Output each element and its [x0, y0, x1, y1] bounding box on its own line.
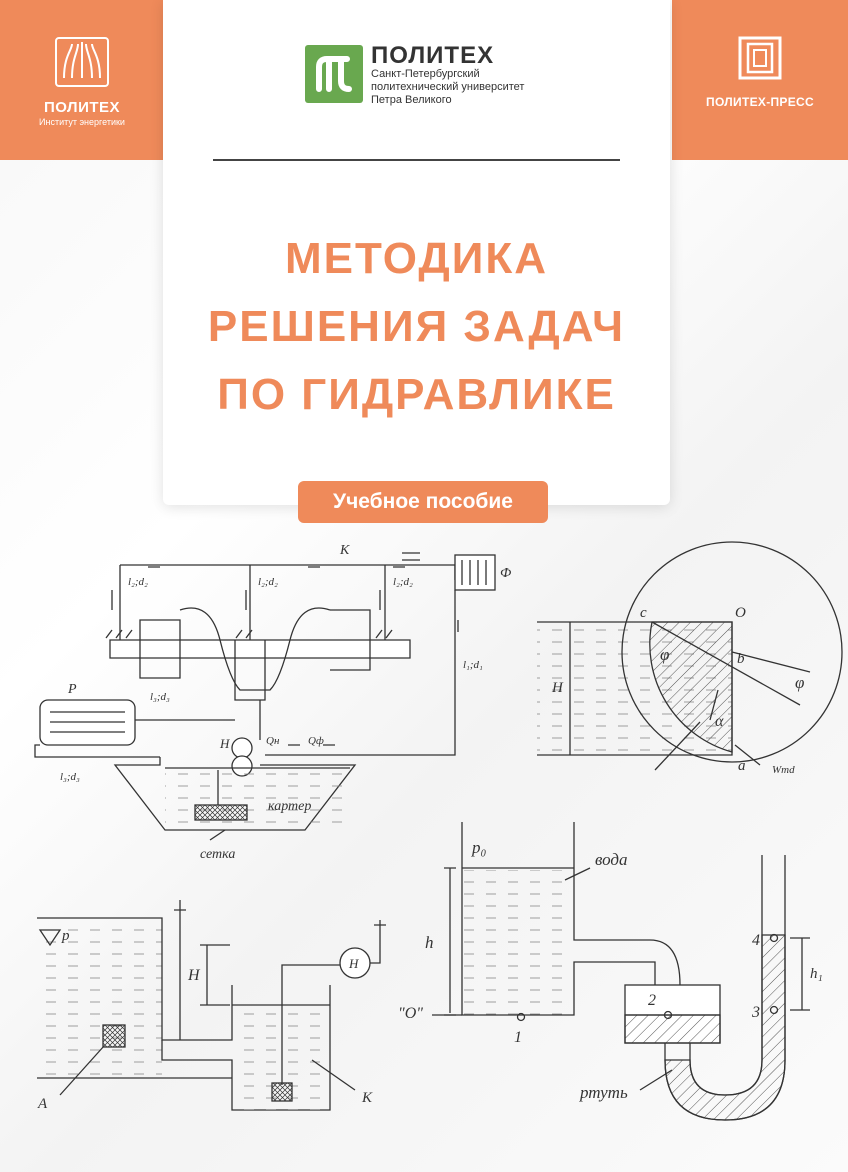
- institute-logo: ПОЛИТЕХ Институт энергетики: [32, 36, 132, 127]
- crankshaft-figure: [34, 552, 496, 841]
- header-divider: [213, 159, 620, 161]
- label-l2d2-c: l₂;d₂: [393, 576, 413, 588]
- label-p0: p₀: [471, 838, 487, 857]
- title-card: [163, 0, 670, 505]
- tanks-figure: [37, 900, 386, 1111]
- label-tank-K: K: [361, 1090, 373, 1106]
- label-O: O: [735, 605, 746, 621]
- label-c: c: [640, 605, 647, 621]
- university-name: ПОЛИТЕХ: [371, 42, 495, 69]
- right-orange-band: [672, 0, 848, 160]
- label-phi-2: φ: [795, 673, 804, 692]
- university-line-2: политехнический университет: [371, 81, 525, 93]
- polytech-logo-icon: [305, 45, 363, 103]
- label-l2d2-a: l₂;d₂: [128, 576, 148, 588]
- label-K: К: [339, 543, 350, 558]
- label-l1d1: l₁;d₁: [463, 659, 483, 671]
- label-a: a: [738, 758, 746, 774]
- label-pump-H: H: [348, 956, 359, 971]
- institute-logo-name: ПОЛИТЕХ: [43, 99, 121, 116]
- title-line-3: ПО ГИДРАВЛИКЕ: [217, 370, 616, 419]
- flame-icon: [55, 37, 109, 87]
- label-P: Р: [67, 682, 77, 697]
- label-phi-1: φ: [660, 645, 669, 664]
- label-h: h: [425, 933, 434, 952]
- book-stack-icon: [738, 36, 782, 80]
- tanks-labels: p H H A K: [37, 928, 373, 1112]
- label-l3d3-b: l₃;d₃: [60, 771, 80, 783]
- label-Wmd: Wmd: [772, 764, 795, 776]
- label-gate-H: H: [551, 680, 564, 696]
- label-Qf: Qф: [308, 735, 324, 747]
- manometer-figure: [432, 822, 810, 1121]
- label-setka: сетка: [200, 847, 235, 862]
- label-n1: 1: [514, 1029, 522, 1046]
- label-n4: 4: [752, 932, 760, 949]
- label-karter: картер: [268, 799, 311, 814]
- title-line-2: РЕШЕНИЯ ЗАДАЧ: [207, 302, 626, 351]
- crankshaft-labels: К Ф l₂;d₂ l₂;d₂ l₂;d₂ l₁;d₁ Р l₃;d₃ Н Qн…: [60, 543, 511, 862]
- gate-figure: [537, 541, 843, 771]
- university-line-3: Петра Великого: [371, 94, 452, 106]
- label-A: A: [37, 1096, 48, 1112]
- subtitle-badge: Учебное пособие: [298, 481, 548, 523]
- label-rtut: ртуть: [579, 1083, 628, 1102]
- label-alpha: α: [715, 713, 724, 730]
- gate-labels: c O φ b φ H α a Wmd: [551, 605, 804, 776]
- left-orange-band: [0, 0, 165, 160]
- label-l3d3-a: l₃;d₃: [150, 691, 170, 703]
- manometer-labels: p₀ вода h "О" 1 2 4 3 h₁ ртуть: [398, 838, 823, 1102]
- label-Qn: Qн: [266, 735, 280, 747]
- label-tank-H: H: [187, 967, 201, 984]
- label-h1: h₁: [810, 966, 823, 982]
- institute-logo-subtitle: Институт энергетики: [39, 117, 125, 127]
- label-p: p: [61, 928, 70, 944]
- label-voda: вода: [595, 850, 628, 869]
- university-fullname: Санкт-Петербургский политехнический унив…: [371, 68, 524, 107]
- label-l2d2-b: l₂;d₂: [258, 576, 278, 588]
- label-zero: "О": [398, 1005, 423, 1022]
- label-n2: 2: [648, 992, 656, 1009]
- label-n3: 3: [751, 1004, 760, 1021]
- title-line-1: МЕТОДИКА: [284, 234, 549, 283]
- publisher-name: ПОЛИТЕХ-ПРЕСС: [706, 95, 814, 109]
- label-b: b: [737, 651, 745, 667]
- publisher-logo: ПОЛИТЕХ-ПРЕСС: [690, 34, 830, 109]
- book-title: МЕТОДИКА РЕШЕНИЯ ЗАДАЧ ПО ГИДРАВЛИКЕ: [163, 225, 670, 429]
- label-H: Н: [219, 736, 230, 751]
- label-Phi: Ф: [500, 566, 511, 581]
- university-line-1: Санкт-Петербургский: [371, 68, 480, 80]
